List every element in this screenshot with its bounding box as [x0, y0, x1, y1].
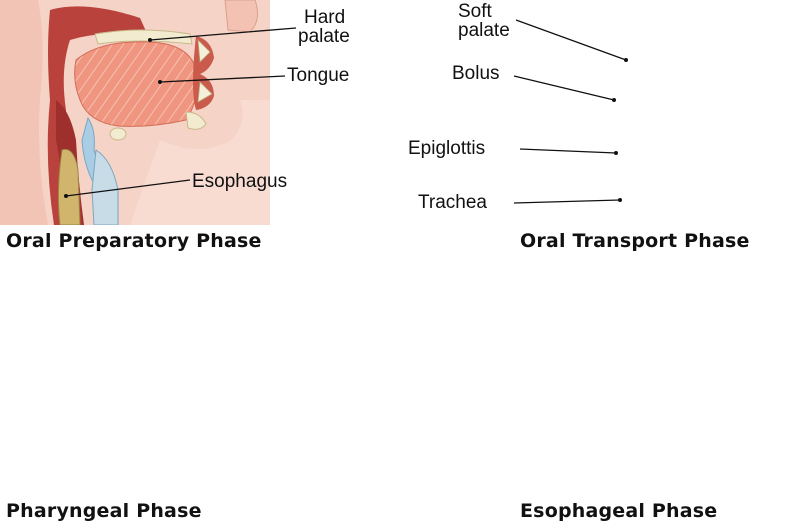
phase-title-pharyngeal: Pharyngeal Phase	[6, 500, 202, 522]
leader-dot-bolus	[612, 98, 616, 102]
label-soft-palate-line2: palate	[458, 20, 510, 41]
leader-bolus	[513, 75, 615, 101]
leader-epiglottis	[519, 148, 617, 154]
leader-dot-trachea	[618, 198, 622, 202]
label-bolus: Bolus	[452, 63, 500, 84]
label-hard-palate: Hard palate	[298, 8, 350, 46]
label-hard-palate-line1: Hard	[304, 7, 346, 28]
label-trachea: Trachea	[418, 192, 487, 213]
label-hard-palate-line2: palate	[298, 26, 350, 47]
phase-title-oral-transport: Oral Transport Phase	[520, 230, 750, 252]
leader-trachea	[513, 199, 621, 204]
leader-dot-soft-palate	[624, 58, 628, 62]
label-tongue: Tongue	[287, 65, 350, 86]
leader-dot-epiglottis	[614, 151, 618, 155]
label-soft-palate: Soft palate	[458, 2, 510, 40]
leader-soft-palate	[515, 19, 627, 61]
phase-title-esophageal: Esophageal Phase	[520, 500, 718, 522]
label-soft-palate-line1: Soft	[458, 1, 492, 22]
label-epiglottis: Epiglottis	[408, 138, 486, 159]
phase-title-oral-preparatory: Oral Preparatory Phase	[6, 230, 262, 252]
label-esophagus: Esophagus	[192, 171, 288, 192]
